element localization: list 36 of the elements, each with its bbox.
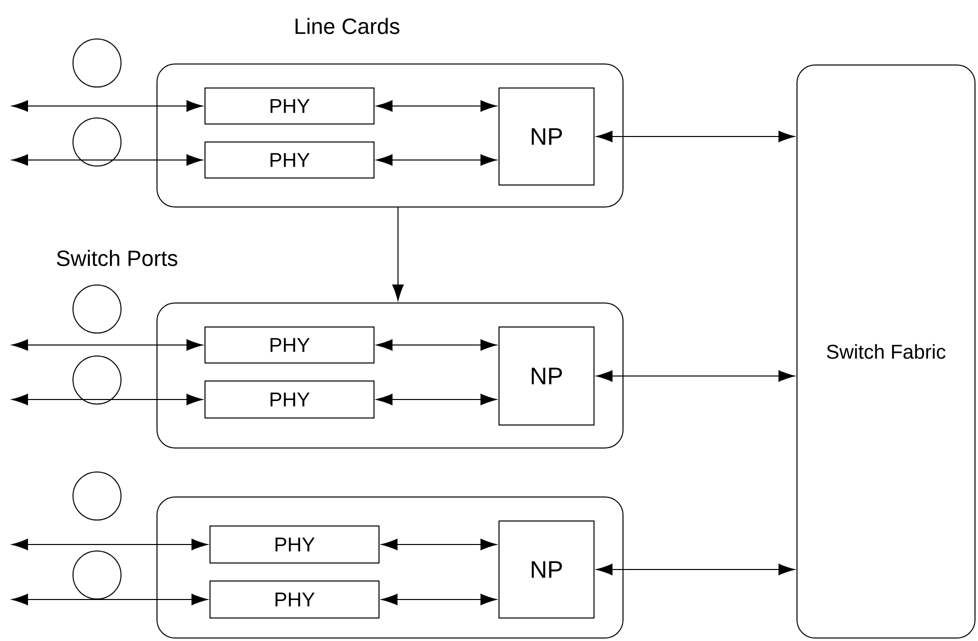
- phy-box: PHY: [210, 526, 380, 564]
- phy-box: PHY: [204, 88, 374, 124]
- np-box: NP: [498, 520, 594, 618]
- port-circle: [72, 356, 122, 404]
- arrow: [376, 394, 497, 406]
- port-circle: [72, 550, 122, 600]
- port-circle: [72, 472, 122, 520]
- arrow: [12, 154, 203, 166]
- arrow: [12, 394, 203, 406]
- phy-box: PHY: [210, 580, 380, 618]
- line-card-box: [156, 302, 624, 448]
- np-box: NP: [498, 326, 594, 426]
- line-card-box: [156, 496, 624, 638]
- line-card-box: [156, 64, 624, 208]
- arrow: [12, 339, 203, 351]
- phy-box: PHY: [204, 142, 374, 178]
- switch-fabric-box: Switch Fabric: [796, 64, 976, 638]
- arrow: [381, 538, 497, 550]
- port-circle: [72, 38, 122, 88]
- arrow: [12, 538, 208, 550]
- arrow: [381, 594, 497, 606]
- arrow: [596, 564, 795, 576]
- arrow: [376, 154, 497, 166]
- heading: Line Cards: [296, 18, 400, 34]
- arrow: [376, 100, 497, 112]
- np-box: NP: [498, 88, 594, 186]
- arrow: [12, 100, 203, 112]
- arrow: [376, 339, 497, 351]
- arrow: [596, 130, 795, 142]
- phy-box: PHY: [204, 326, 374, 364]
- port-circle: [72, 284, 122, 334]
- arrow: [392, 207, 404, 301]
- phy-box: PHY: [204, 380, 374, 418]
- arrow: [12, 594, 208, 606]
- arrow: [596, 370, 795, 382]
- port-circle: [72, 118, 122, 166]
